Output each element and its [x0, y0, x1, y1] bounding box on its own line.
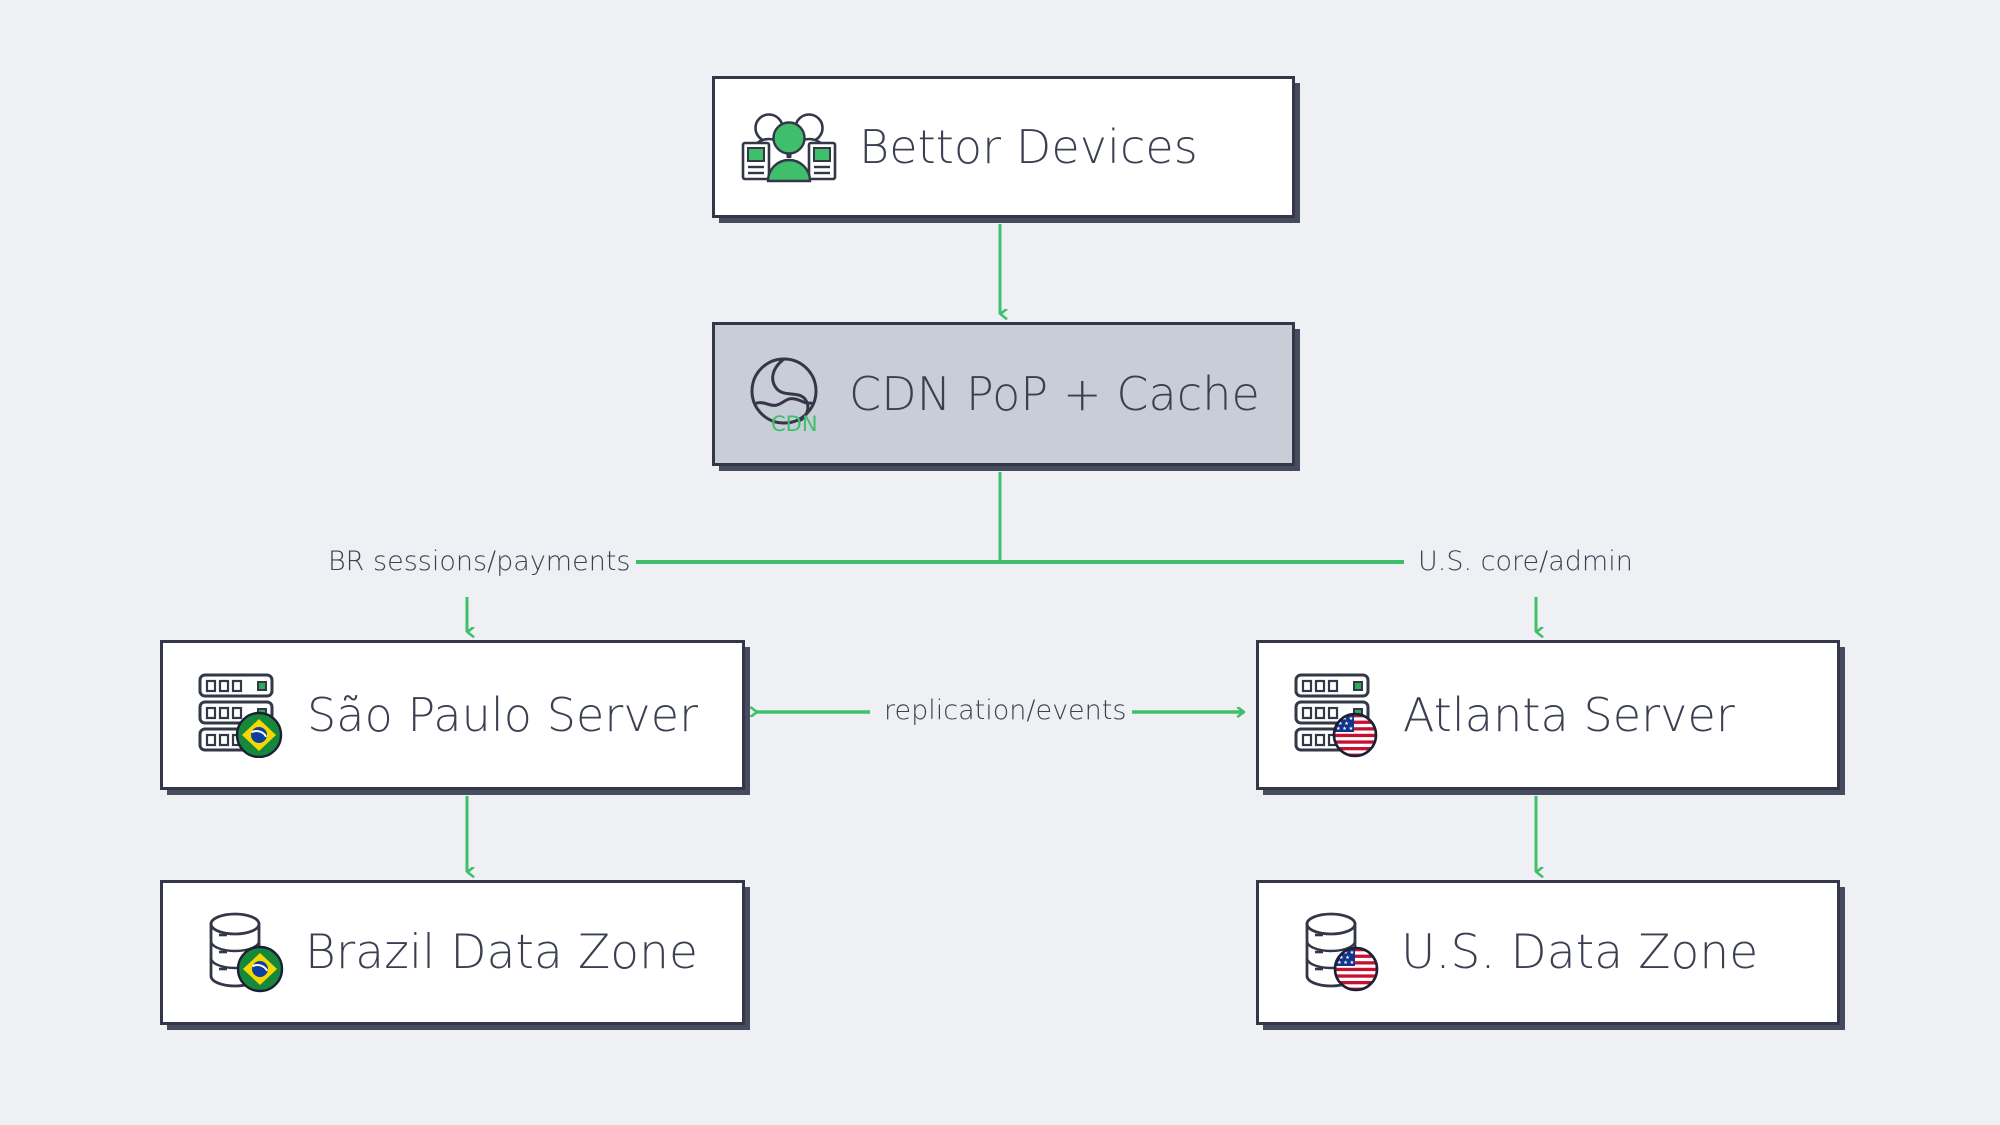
- node-label-cdn-pop-cache: CDN PoP + Cache: [849, 367, 1260, 421]
- usa-flag-badge: ★ ★ ★ ★ ★ ★ ★ ★: [1332, 712, 1378, 758]
- svg-text:★ ★ ★: ★ ★ ★: [1337, 950, 1355, 956]
- edge-label-replication-events: replication/events: [878, 695, 1133, 726]
- node-label-us-data-zone: U.S. Data Zone: [1401, 925, 1759, 980]
- node-label-bettor-devices: Bettor Devices: [859, 120, 1198, 174]
- users-devices-icon: [739, 110, 839, 184]
- node-label-atlanta-server: Atlanta Server: [1403, 688, 1735, 742]
- server-rack-usa-icon: ★ ★ ★ ★ ★ ★ ★ ★: [1293, 672, 1383, 758]
- edge-label-br-sessions-payments: BR sessions/payments: [322, 546, 637, 577]
- node-brazil-data-zone[interactable]: Brazil Data Zone: [160, 880, 745, 1025]
- node-us-data-zone[interactable]: ★ ★ ★ ★ ★ ★ ★ ★ U.S. Data Zone: [1256, 880, 1840, 1025]
- svg-text:★ ★ ★: ★ ★ ★: [1336, 716, 1354, 722]
- globe-cdn-icon: CDN: [743, 351, 829, 437]
- node-label-sao-paulo-server: São Paulo Server: [307, 688, 699, 742]
- database-brazil-icon: [203, 908, 295, 998]
- node-atlanta-server[interactable]: ★ ★ ★ ★ ★ ★ ★ ★ Atlanta Server: [1256, 640, 1840, 790]
- cdn-icon-caption: CDN: [771, 412, 818, 436]
- usa-flag-badge: ★ ★ ★ ★ ★ ★ ★ ★: [1333, 946, 1379, 991]
- svg-text:★ ★ ★: ★ ★ ★: [1336, 726, 1354, 732]
- edge-label-us-core-admin: U.S. core/admin: [1412, 546, 1639, 577]
- svg-text:★ ★: ★ ★: [1338, 721, 1349, 727]
- database-usa-icon: ★ ★ ★ ★ ★ ★ ★ ★: [1299, 908, 1391, 998]
- server-rack-brazil-icon: [197, 672, 287, 758]
- node-cdn-pop-cache[interactable]: CDN CDN PoP + Cache: [712, 322, 1295, 466]
- node-bettor-devices[interactable]: Bettor Devices: [712, 76, 1295, 218]
- svg-text:★ ★ ★: ★ ★ ★: [1337, 960, 1355, 966]
- brazil-flag-badge: [236, 945, 284, 992]
- brazil-flag-badge: [235, 711, 283, 758]
- node-label-brazil-data-zone: Brazil Data Zone: [305, 925, 699, 980]
- svg-text:★ ★: ★ ★: [1339, 955, 1350, 961]
- node-sao-paulo-server[interactable]: São Paulo Server: [160, 640, 745, 790]
